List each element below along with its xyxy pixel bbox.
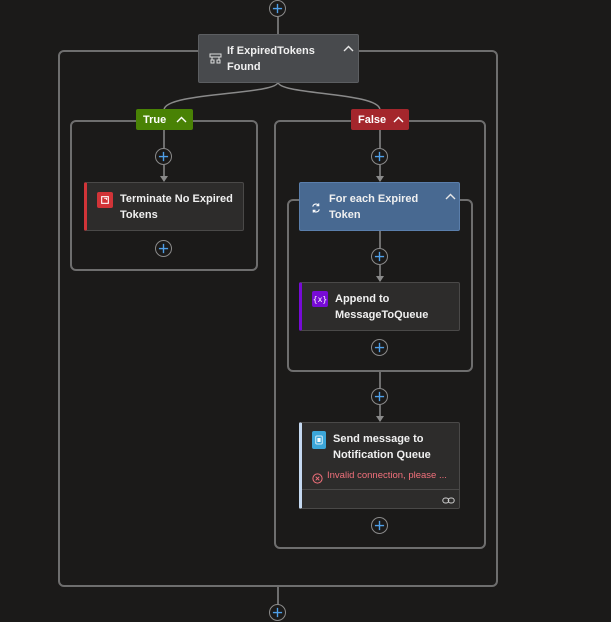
append-action-card[interactable]: {x} Append to MessageToQueue <box>299 282 460 331</box>
foreach-header[interactable]: For each Expired Token <box>299 182 460 231</box>
add-step-true-before-button[interactable] <box>155 148 172 165</box>
plus-icon <box>374 342 385 353</box>
add-step-bottom-button[interactable] <box>269 604 286 621</box>
plus-icon <box>272 3 283 14</box>
condition-title-line1: If ExpiredTokens <box>227 45 315 57</box>
loop-icon <box>310 201 323 214</box>
link-icon[interactable] <box>442 493 455 504</box>
plus-icon <box>158 151 169 162</box>
send-message-action-card[interactable]: Send message to Notification Queue Inval… <box>299 422 460 509</box>
chevron-up-icon[interactable] <box>445 193 456 200</box>
card-divider <box>302 489 460 490</box>
add-step-top-button[interactable] <box>269 0 286 17</box>
terminate-title-line2: Tokens <box>120 209 158 221</box>
append-title-line2: MessageToQueue <box>335 309 429 321</box>
terminate-action-card[interactable]: Terminate No Expired Tokens <box>84 182 244 231</box>
add-step-false-after-button[interactable] <box>371 517 388 534</box>
add-step-foreach-after-button[interactable] <box>371 339 388 356</box>
send-title-line2: Notification Queue <box>333 449 431 461</box>
queue-icon <box>312 431 326 449</box>
chevron-up-icon[interactable] <box>393 116 404 123</box>
variable-icon: {x} <box>312 291 328 307</box>
add-step-foreach-before-button[interactable] <box>371 248 388 265</box>
send-title-line1: Send message to <box>333 433 424 445</box>
plus-icon <box>374 391 385 402</box>
error-icon <box>312 471 323 484</box>
condition-icon <box>209 53 222 66</box>
add-step-false-middle-button[interactable] <box>371 388 388 405</box>
plus-icon <box>374 151 385 162</box>
false-branch-label[interactable]: False <box>351 109 409 130</box>
terminate-title-line1: Terminate No Expired <box>120 193 233 205</box>
condition-header[interactable]: If ExpiredTokens Found <box>198 34 359 83</box>
false-label-text: False <box>358 113 387 126</box>
condition-title-line2: Found <box>227 61 261 73</box>
plus-icon <box>158 243 169 254</box>
chevron-up-icon[interactable] <box>176 116 187 123</box>
plus-icon <box>374 520 385 531</box>
add-step-false-before-button[interactable] <box>371 148 388 165</box>
append-title-line1: Append to <box>335 293 390 305</box>
plus-icon <box>272 607 283 618</box>
add-step-true-after-button[interactable] <box>155 240 172 257</box>
true-branch-label[interactable]: True <box>136 109 193 130</box>
plus-icon <box>374 251 385 262</box>
foreach-title-line1: For each Expired <box>329 193 419 205</box>
error-message: Invalid connection, please ... <box>327 470 447 481</box>
foreach-title-line2: Token <box>329 209 361 221</box>
true-label-text: True <box>143 113 167 126</box>
terminate-icon <box>97 192 113 208</box>
chevron-up-icon[interactable] <box>343 45 354 52</box>
